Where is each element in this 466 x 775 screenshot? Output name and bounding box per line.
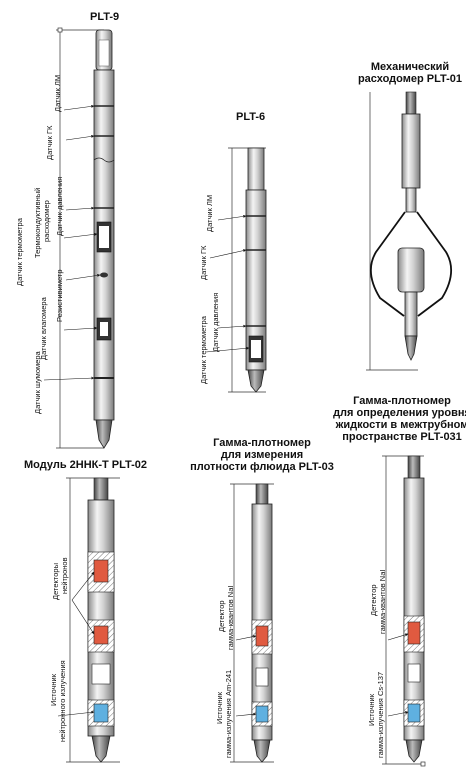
plt9-dimension-marker xyxy=(57,27,63,33)
plt02-leader-detector-1 xyxy=(71,571,95,601)
plt9-leader-gk xyxy=(65,134,95,141)
plt03-title-3: плотности флюида PLT-03 xyxy=(190,461,334,473)
plt03-title-2: для измерения xyxy=(221,449,303,461)
tool-plt9: PLT-9 Датчик ЛМ Датчик ГК Датчик xyxy=(15,11,119,449)
plt02-label-source-2: нейтронного излучения xyxy=(58,660,67,742)
plt6-leader-pressure xyxy=(217,324,247,329)
plt02-tip xyxy=(91,735,111,763)
plt02-label-detectors-1: Детекторы xyxy=(51,563,60,600)
tool-plt6: PLT-6 Датчик ЛМ Датчик ГК Датчик давлени… xyxy=(199,111,267,393)
plt02-neutron-detector-1 xyxy=(93,559,109,583)
plt01-lower-body xyxy=(404,291,418,337)
plt02-leader-detector-2 xyxy=(71,599,95,635)
plt03-title-1: Гамма-плотномер xyxy=(213,437,311,449)
plt031-title-4: пространстве PLT-031 xyxy=(342,431,462,443)
plt031-title-2: для определения уровня xyxy=(333,407,466,419)
plt6-head xyxy=(247,147,265,191)
plt01-impeller-housing xyxy=(397,247,425,293)
plt031-label-detector-2: гамма-квантов NaI xyxy=(378,570,387,634)
plt6-label-thermo: Датчик термометра xyxy=(199,315,208,384)
plt6-label-pressure: Датчик давления xyxy=(211,293,220,352)
plt6-leader-lm xyxy=(217,214,247,221)
plt02-label-detectors-2: нейтронов xyxy=(60,557,69,594)
plt031-title-1: Гамма-плотномер xyxy=(353,395,451,407)
plt031-gamma-source xyxy=(407,703,421,723)
plt6-leader-gk xyxy=(209,249,247,259)
plt6-label-lm: Датчик ЛМ xyxy=(205,195,214,232)
plt02-body xyxy=(87,499,115,737)
plt03-leader-source xyxy=(235,712,257,717)
plt03-gamma-source xyxy=(255,705,269,723)
tool-plt01: Механический расходомер PLT-01 xyxy=(358,61,462,371)
plt9-thermo-window xyxy=(99,226,109,248)
plt9-leader-lm xyxy=(63,104,95,111)
plt01-title-2: расходомер PLT-01 xyxy=(358,73,462,85)
plt9-label-resist: Резистивиметр xyxy=(55,269,64,322)
plt6-tip xyxy=(247,369,265,393)
plt031-leader-source xyxy=(387,711,409,717)
plt9-label-thermo-2: Термокондуктивный xyxy=(33,188,42,258)
plt02-leader-source xyxy=(57,710,95,717)
plt031-leader-detector xyxy=(387,633,409,641)
plt9-label-gk: Датчик ГК xyxy=(45,125,54,160)
plt02-label-source-1: Источник xyxy=(49,673,58,706)
plt9-leader-thermo xyxy=(63,232,98,239)
plt01-title-1: Механический xyxy=(371,61,449,73)
plt01-centralizer-arms xyxy=(370,211,452,317)
plt031-window xyxy=(407,663,421,683)
plt02-title: Модуль 2ННК-Т PLT-02 xyxy=(24,459,147,471)
plt01-upper-body xyxy=(401,113,421,189)
plt6-thermo-window xyxy=(251,340,261,358)
plt9-label-pressure: Датчик давления xyxy=(55,177,64,236)
plt9-resistivity-sensor xyxy=(100,272,108,278)
plt03-connector xyxy=(255,483,269,505)
plt9-title: PLT-9 xyxy=(90,11,119,23)
plt03-leader-detector xyxy=(235,635,257,641)
plt9-tip xyxy=(95,419,113,449)
tool-plt02: Модуль 2ННК-Т PLT-02 Детекторы нейтронов… xyxy=(24,459,147,763)
plt9-label-lm: Датчик ЛМ xyxy=(53,75,62,112)
plt01-connector xyxy=(405,91,417,115)
plt9-label-thermo-1: Датчик термометра xyxy=(15,217,24,286)
plt03-gamma-detector xyxy=(255,625,269,647)
plt03-tip xyxy=(253,739,271,763)
plt9-leader-pressure xyxy=(65,206,95,211)
plt031-dimension-marker xyxy=(420,761,426,767)
plt9-leader-resist xyxy=(65,273,101,281)
plt6-title: PLT-6 xyxy=(236,111,265,123)
plt03-window xyxy=(255,667,269,687)
plt9-leader-moisture xyxy=(63,326,98,331)
plt031-gamma-detector xyxy=(407,621,421,645)
plt031-label-source-1: Источник xyxy=(367,693,376,726)
plt03-label-detector-1: Детектор xyxy=(217,600,226,632)
plt01-neck xyxy=(405,187,417,213)
plt02-neutron-detector-2 xyxy=(93,625,109,645)
plt031-connector xyxy=(407,455,421,479)
plt031-title-3: жидкости в межтрубном xyxy=(335,419,466,431)
plt9-moisture-window xyxy=(100,322,108,336)
plt9-leader-noise xyxy=(43,376,95,381)
plt6-label-gk: Датчик ГК xyxy=(199,245,208,280)
plt031-label-detector-1: Детектор xyxy=(369,584,378,616)
plt03-label-source-2: гамма-излучения Am-241 xyxy=(224,670,233,758)
plt9-label-thermo-3: расходомер xyxy=(42,200,51,242)
plt6-leader-thermo xyxy=(205,346,250,353)
plt9-label-moisture: Датчик влагомера xyxy=(39,296,48,360)
plt03-label-source-1: Источник xyxy=(215,691,224,724)
tool-plt03: Гамма-плотномер для измерения плотности … xyxy=(190,437,334,763)
plt02-connector xyxy=(93,477,109,501)
plt02-window xyxy=(91,663,111,685)
tool-plt031: Гамма-плотномер для определения уровня ж… xyxy=(333,395,466,767)
plt9-head-window xyxy=(98,39,110,67)
plt03-label-detector-2: гамма-квантов NaI xyxy=(226,586,235,650)
plt031-tip xyxy=(405,739,423,763)
plt031-label-source-2: гамма-излучения Cs-137 xyxy=(376,672,385,758)
plt9-label-noise: Датчик шумомера xyxy=(33,351,42,414)
plt01-tip xyxy=(404,335,418,361)
plt9-break xyxy=(93,157,115,163)
plt02-neutron-source xyxy=(93,703,109,723)
